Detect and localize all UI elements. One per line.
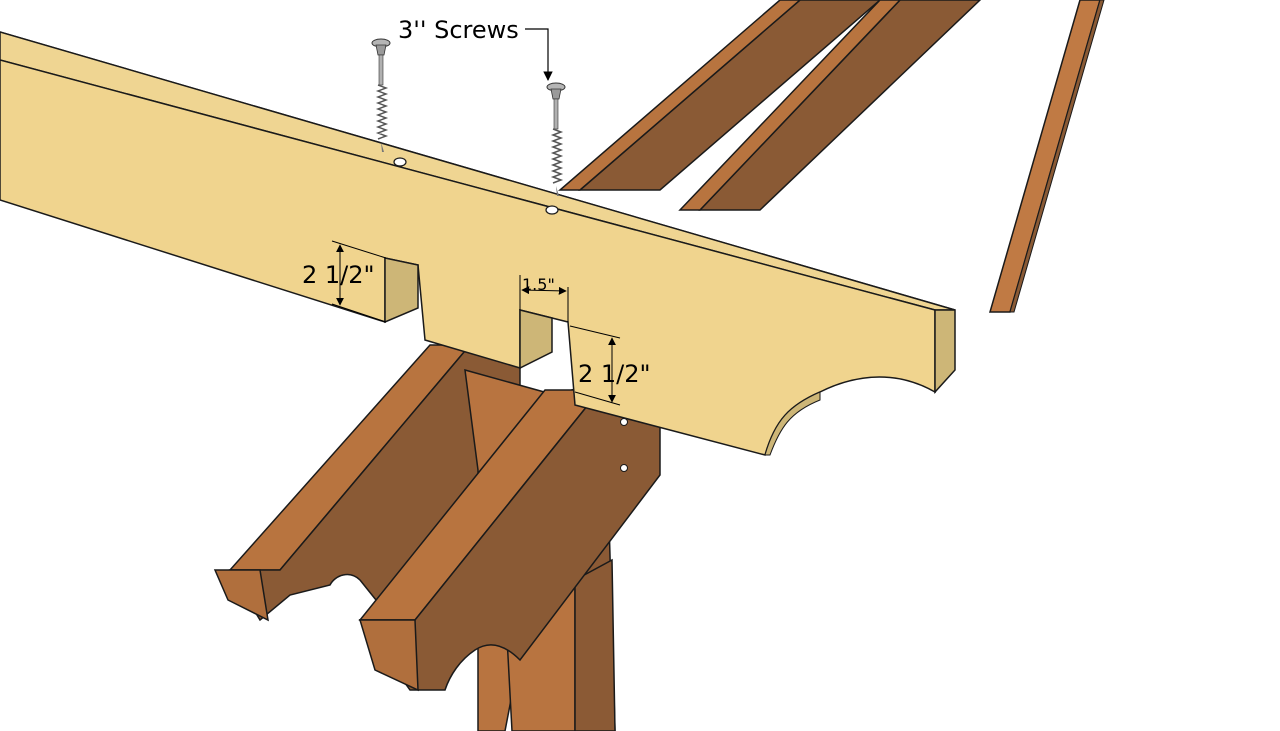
background-rafter-thin bbox=[989, 0, 1105, 313]
screws-label: 3'' Screws bbox=[398, 16, 519, 44]
screws-callout: 3'' Screws bbox=[398, 16, 553, 81]
dimension-notch-width: 1.5" bbox=[519, 275, 569, 322]
screw-right bbox=[546, 82, 566, 196]
left-notch-depth-label: 2 1/2" bbox=[302, 261, 375, 289]
notch-width-label: 1.5" bbox=[522, 275, 555, 294]
dimension-left-notch-depth: 2 1/2" bbox=[302, 240, 387, 323]
right-notch-depth-label: 2 1/2" bbox=[578, 360, 651, 388]
dimension-right-notch-depth: 2 1/2" bbox=[569, 325, 651, 406]
rafter-pair-far-end bbox=[557, 0, 982, 211]
screw-left bbox=[371, 38, 391, 152]
rafter-right bbox=[358, 389, 661, 692]
rafter-left bbox=[213, 344, 521, 622]
crossbeam bbox=[0, 31, 956, 456]
